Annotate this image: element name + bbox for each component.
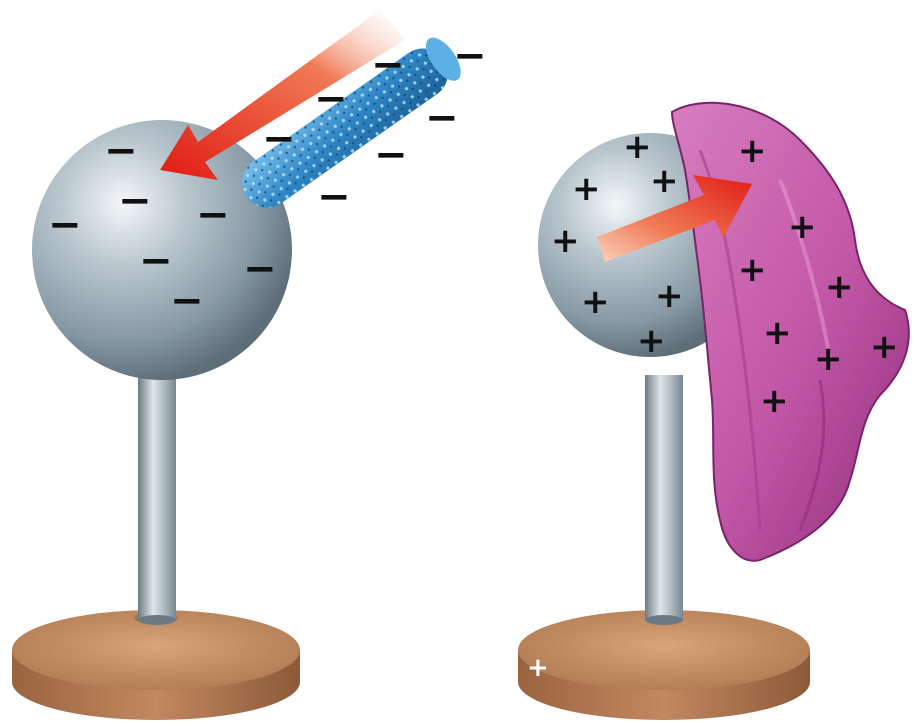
base-mark: + — [527, 653, 549, 683]
positive-charge: + — [581, 282, 610, 322]
negative-charge: − — [243, 246, 277, 292]
positive-charge: + — [738, 250, 767, 290]
positive-charge: + — [788, 207, 817, 247]
negative-charge: − — [104, 128, 138, 174]
positive-charge: + — [738, 131, 767, 171]
positive-charge: + — [760, 381, 789, 421]
left-stand-post — [138, 375, 176, 620]
positive-charge: + — [551, 221, 580, 261]
negative-charge: − — [48, 202, 82, 248]
positive-charge: + — [637, 321, 666, 361]
positive-charge: + — [870, 327, 899, 367]
negative-charge: − — [374, 132, 408, 178]
right-base — [518, 610, 810, 720]
negative-charge: − — [118, 178, 152, 224]
positive-charge: + — [572, 169, 601, 209]
negative-charge: − — [425, 95, 459, 141]
left-base — [12, 610, 300, 720]
positive-charge: + — [825, 267, 854, 307]
negative-charge: − — [262, 116, 296, 162]
positive-charge: + — [623, 127, 652, 167]
right-stand-post — [645, 375, 683, 620]
negative-charge: − — [314, 76, 348, 122]
positive-charge: + — [763, 313, 792, 353]
positive-charge: + — [814, 339, 843, 379]
negative-charge: − — [453, 33, 487, 79]
positive-charge: + — [650, 161, 679, 201]
negative-charge: − — [170, 278, 204, 324]
negative-charge: − — [317, 174, 351, 220]
negative-charge: − — [196, 192, 230, 238]
positive-charge: + — [655, 276, 684, 316]
negative-charge: − — [371, 42, 405, 88]
negative-charge: − — [139, 238, 173, 284]
